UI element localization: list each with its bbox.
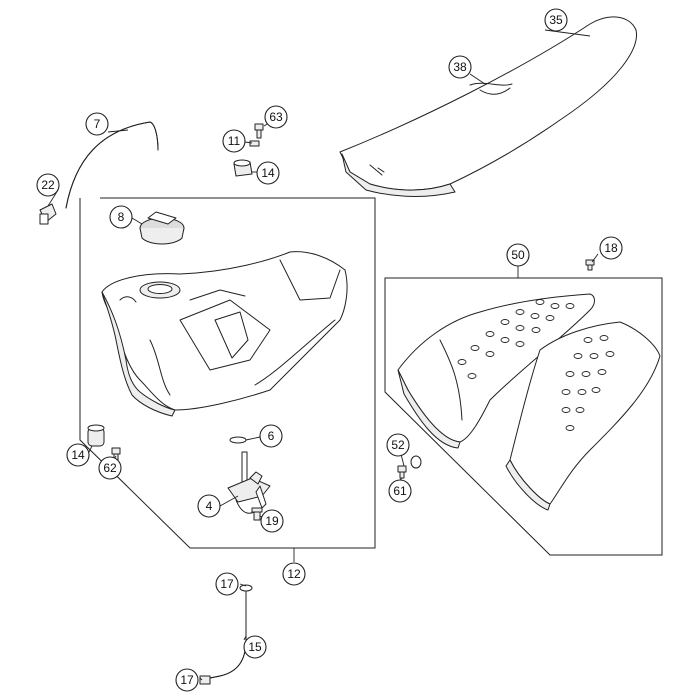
screw-61 bbox=[397, 465, 407, 479]
callout-12-label: 12 bbox=[287, 567, 301, 581]
callout-38: 38 bbox=[448, 55, 472, 79]
callout-61-label: 61 bbox=[393, 484, 407, 498]
callout-12: 12 bbox=[282, 562, 306, 586]
leader-lines bbox=[47, 29, 599, 681]
callout-22-label: 22 bbox=[41, 178, 55, 192]
callout-6: 6 bbox=[259, 424, 283, 448]
fuel-tap bbox=[227, 451, 271, 514]
callout-8-label: 8 bbox=[118, 210, 125, 224]
callout-18: 18 bbox=[599, 236, 623, 260]
callout-14-upper: 14 bbox=[256, 161, 280, 185]
nut-11 bbox=[249, 140, 260, 147]
spoiler-group-frame bbox=[384, 277, 663, 556]
callout-17-lower-label: 17 bbox=[180, 673, 194, 687]
callout-6-label: 6 bbox=[268, 429, 275, 443]
tank-group-frame bbox=[79, 197, 376, 549]
callout-50-label: 50 bbox=[511, 248, 525, 262]
callout-14-lower-label: 14 bbox=[71, 448, 85, 462]
callout-4: 4 bbox=[197, 494, 221, 518]
callout-8: 8 bbox=[109, 205, 133, 229]
callout-52-label: 52 bbox=[391, 438, 405, 452]
rubber-bushing-14-lower bbox=[87, 424, 105, 447]
callout-17-upper: 17 bbox=[215, 572, 239, 596]
callout-7: 7 bbox=[85, 112, 109, 136]
callout-14-upper-label: 14 bbox=[261, 166, 275, 180]
fuel-cap bbox=[139, 211, 185, 245]
callout-11-label: 11 bbox=[228, 134, 241, 148]
spoiler-left bbox=[397, 293, 595, 449]
callout-14-lower: 14 bbox=[66, 443, 90, 467]
callout-63: 63 bbox=[264, 105, 288, 129]
screw-63 bbox=[254, 123, 264, 139]
callout-18-label: 18 bbox=[604, 241, 618, 255]
screw-18 bbox=[585, 259, 595, 271]
callout-17-lower: 17 bbox=[175, 668, 199, 692]
rubber-bushing-14 bbox=[233, 159, 253, 177]
callout-19: 19 bbox=[260, 509, 284, 533]
connector-22 bbox=[39, 203, 57, 225]
callout-35-label: 35 bbox=[549, 13, 563, 27]
spoiler-vents bbox=[457, 299, 615, 431]
vent-hose bbox=[65, 121, 159, 209]
callout-61: 61 bbox=[388, 479, 412, 503]
callout-62: 62 bbox=[98, 456, 122, 480]
callout-38-label: 38 bbox=[453, 60, 467, 74]
callout-4-label: 4 bbox=[206, 499, 213, 513]
spoiler-right bbox=[505, 321, 661, 511]
fuel-tank bbox=[101, 251, 348, 417]
callout-35: 35 bbox=[544, 8, 568, 32]
callout-11: 11 bbox=[222, 129, 246, 153]
callout-19-label: 19 bbox=[265, 514, 279, 528]
callout-50: 50 bbox=[506, 243, 530, 267]
o-ring bbox=[229, 436, 247, 444]
callout-15-label: 15 bbox=[248, 640, 262, 654]
callout-63-label: 63 bbox=[269, 110, 283, 124]
callout-7-label: 7 bbox=[94, 117, 101, 131]
callout-17-upper-label: 17 bbox=[220, 577, 234, 591]
seat bbox=[339, 16, 637, 197]
callout-52: 52 bbox=[386, 433, 410, 457]
callout-15: 15 bbox=[243, 635, 267, 659]
washer-52 bbox=[410, 455, 422, 469]
screw-19 bbox=[251, 507, 263, 521]
callout-62-label: 62 bbox=[103, 461, 117, 475]
callout-22: 22 bbox=[36, 173, 60, 197]
drain-hose bbox=[199, 584, 253, 685]
